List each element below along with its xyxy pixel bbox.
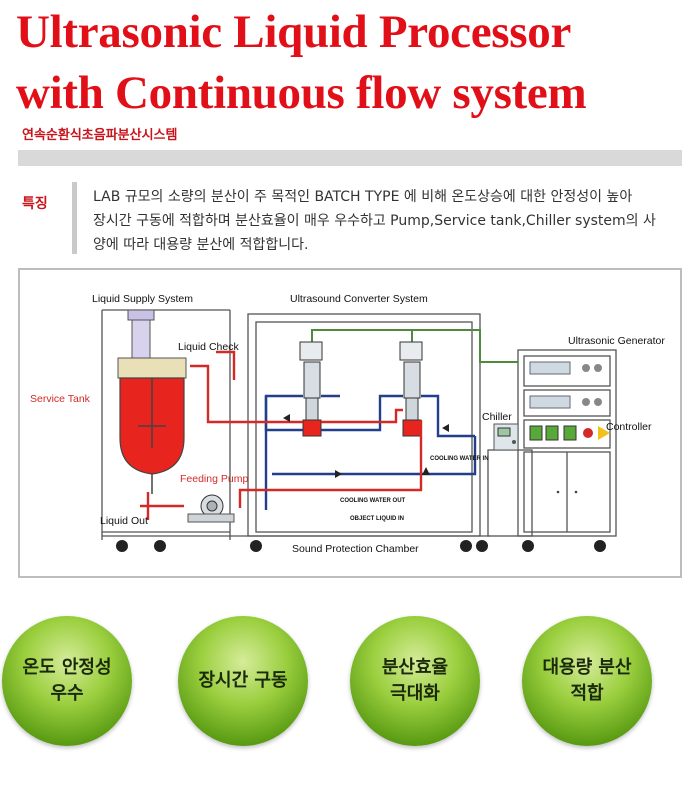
chiller-unit xyxy=(493,423,519,451)
section-divider-bar xyxy=(18,150,682,166)
label-ultrasound-converter-system: Ultrasound Converter System xyxy=(290,293,428,305)
label-chiller: Chiller xyxy=(482,411,512,423)
converter-left xyxy=(299,341,323,437)
label-controller: Controller xyxy=(606,421,652,433)
flow-arrows xyxy=(283,414,449,478)
label-liquid-out: Liquid Out xyxy=(100,515,148,527)
label-feeding-pump: Feeding Pump xyxy=(180,473,248,485)
label-cooling-water-out: COOLING WATER OUT xyxy=(340,498,406,504)
cooling-lines xyxy=(264,394,477,510)
badge-temperature-stability: 온도 안정성 우수 xyxy=(2,616,132,746)
label-liquid-check: Liquid Check xyxy=(178,341,239,353)
label-ultrasonic-generator: Ultrasonic Generator xyxy=(568,335,665,347)
label-sound-protection-chamber: Sound Protection Chamber xyxy=(292,543,419,555)
badge-large-capacity: 대용량 분산 적합 xyxy=(522,616,652,746)
chassis-frame xyxy=(101,309,617,540)
service-tank xyxy=(117,309,187,494)
converter-right xyxy=(399,341,423,437)
badge-3-line-2: 극대화 xyxy=(390,683,440,704)
label-object-liquid-in: OBJECT LIQUID IN xyxy=(350,516,404,522)
generator-panels xyxy=(529,361,610,494)
liquid-lines xyxy=(140,350,423,520)
label-service-tank: Service Tank xyxy=(30,393,91,405)
feeding-pump xyxy=(187,494,235,523)
badge-dispersion-efficiency: 분산효율 극대화 xyxy=(350,616,480,746)
features-description: LAB 규모의 소량의 분산이 주 목적인 BATCH TYPE 에 비해 온도… xyxy=(93,185,688,257)
features-line-2: 장시간 구동에 적합하며 분산효율이 매우 우수하고 Pump,Service … xyxy=(93,213,656,229)
badge-3-line-1: 분산효율 xyxy=(381,657,449,678)
features-divider xyxy=(72,182,77,254)
badge-4-line-1: 대용량 분산 xyxy=(542,657,632,678)
badge-4-line-2: 적합 xyxy=(570,683,604,704)
label-cooling-water-in: COOLING WATER IN xyxy=(430,456,489,462)
label-liquid-supply-system: Liquid Supply System xyxy=(92,293,193,305)
features-line-3: 양에 따라 대용량 분산에 적합합니다. xyxy=(93,237,309,253)
badge-2-line-1: 장시간 구동 xyxy=(198,670,288,691)
badge-1-line-1: 온도 안정성 xyxy=(22,657,112,678)
system-diagram: Liquid Supply System Ultrasound Converte… xyxy=(18,268,682,578)
korean-subtitle: 연속순환식초음파분산시스템 xyxy=(22,128,178,143)
caster-wheels xyxy=(116,540,606,552)
features-line-1: LAB 규모의 소량의 분산이 주 목적인 BATCH TYPE 에 비해 온도… xyxy=(93,189,633,205)
badge-long-operation: 장시간 구동 xyxy=(178,616,308,746)
features-label: 특징 xyxy=(22,196,48,212)
title-line-1: Ultrasonic Liquid Processor xyxy=(16,6,572,58)
system-diagram-svg: Liquid Supply System Ultrasound Converte… xyxy=(30,293,665,555)
title-line-2: with Continuous flow system xyxy=(16,67,587,119)
badge-1-line-2: 우수 xyxy=(50,683,84,704)
